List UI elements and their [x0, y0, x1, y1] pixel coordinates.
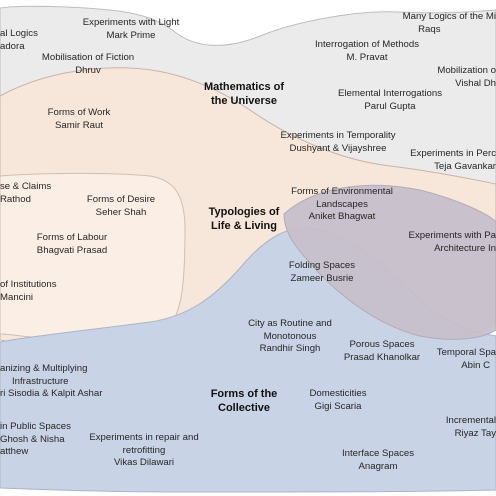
region-overlap — [283, 184, 496, 340]
